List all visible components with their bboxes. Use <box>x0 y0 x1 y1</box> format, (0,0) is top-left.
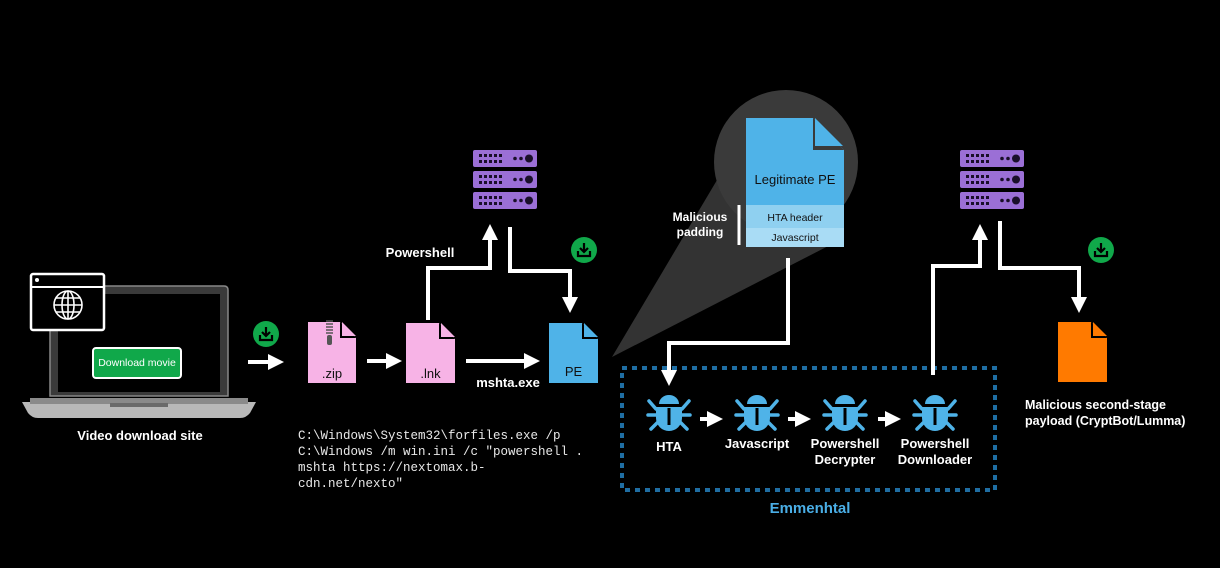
arrow-icon <box>931 224 988 375</box>
arrow-icon <box>508 227 578 313</box>
server-icon <box>960 150 1024 209</box>
command-text: C:\Windows\System32\forfiles.exe /p C:\W… <box>298 429 584 491</box>
stage-javascript-label: Javascript <box>724 436 790 451</box>
download-icon <box>569 235 599 265</box>
mshta-label: mshta.exe <box>476 375 540 390</box>
lnk-label: .lnk <box>420 366 441 381</box>
download-icon <box>1086 235 1116 265</box>
video-site-caption: Video download site <box>77 428 203 443</box>
pe-label: PE <box>564 364 583 379</box>
browser-window-icon <box>29 272 106 332</box>
javascript-section: Javascript <box>771 232 819 244</box>
zip-file-icon <box>308 320 356 383</box>
bug-icon <box>734 393 780 433</box>
payload-caption: Malicious second-stage payload (CryptBot… <box>1025 398 1186 428</box>
legitimate-pe-file-icon <box>746 118 844 247</box>
arrow-icon <box>998 221 1087 313</box>
payload-file-icon <box>1058 322 1107 382</box>
legitimate-pe-title: Legitimate PE <box>754 172 836 187</box>
powershell-label: Powershell <box>385 245 455 260</box>
pe-file-icon <box>549 323 598 383</box>
arrow-icon <box>426 224 498 320</box>
hta-header-section: HTA header <box>767 212 823 224</box>
emmenhtal-title: Emmenhtal <box>769 500 851 517</box>
globe-icon <box>53 290 83 320</box>
lnk-file-icon <box>406 323 455 383</box>
bug-icon <box>822 393 868 433</box>
bug-icon <box>646 393 692 433</box>
bug-icon <box>912 393 958 433</box>
stage-downloader-label: Powershell Downloader <box>897 436 973 467</box>
malicious-padding-label: Malicious padding <box>672 210 728 239</box>
download-movie-button[interactable]: Download movie <box>92 347 182 379</box>
stage-hta-label: HTA <box>656 439 682 454</box>
zip-label: .zip <box>321 366 343 381</box>
server-icon <box>473 150 537 209</box>
stage-decrypter-label: Powershell Decrypter <box>810 436 880 467</box>
download-icon <box>251 319 281 349</box>
emmenhtal-box <box>620 366 997 492</box>
arrow-icon <box>661 258 790 386</box>
